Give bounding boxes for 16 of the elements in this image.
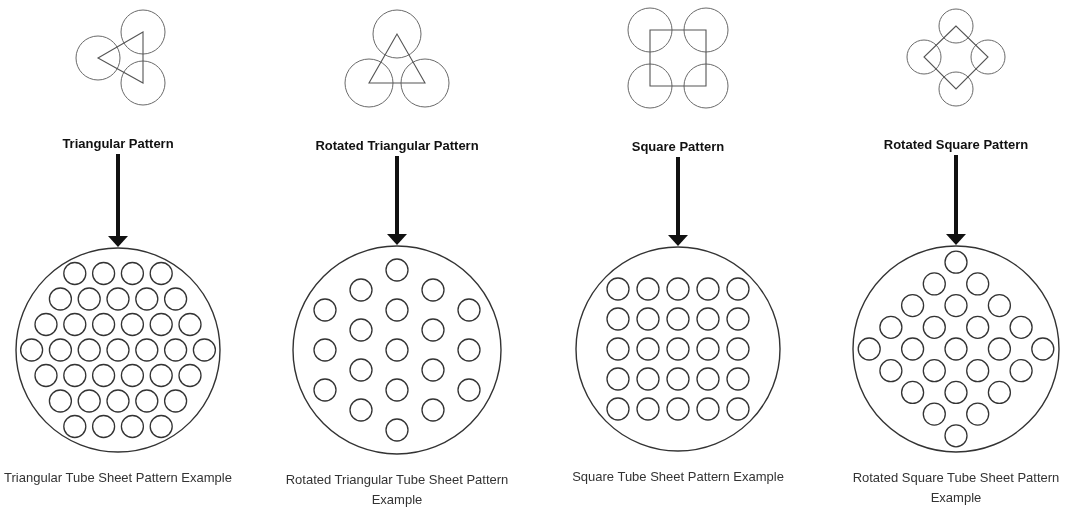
figure-caption: Rotated Triangular Tube Sheet Pattern Example (284, 471, 510, 509)
tube-sheet-drawing (575, 246, 781, 452)
arrow (387, 156, 407, 245)
tube-sheet-drawing (15, 247, 221, 453)
figure-caption: Rotated Square Tube Sheet Pattern Example (851, 469, 1061, 507)
pattern-label: Triangular Pattern (62, 136, 174, 152)
tube-sheet-drawing (852, 245, 1060, 453)
pattern-label: Square Pattern (631, 139, 725, 155)
tube-sheet-drawing (292, 245, 502, 455)
arrow (668, 157, 688, 246)
pattern-label: Rotated Triangular Pattern (315, 138, 479, 154)
figure-caption: Triangular Tube Sheet Pattern Example (3, 469, 233, 487)
figure-caption: Square Tube Sheet Pattern Example (571, 468, 785, 486)
pattern-label: Rotated Square Pattern (883, 137, 1029, 153)
arrow (946, 155, 966, 245)
arrow (108, 154, 128, 247)
